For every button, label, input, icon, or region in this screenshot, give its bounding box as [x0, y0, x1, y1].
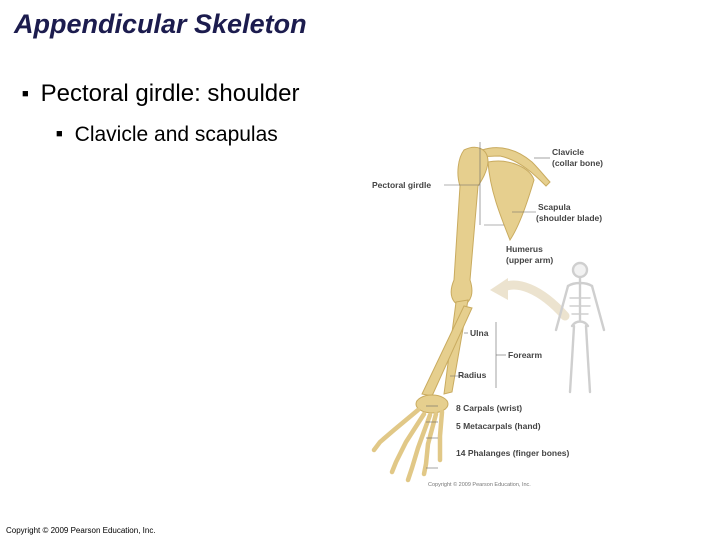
label-ulna: Ulna: [470, 328, 489, 338]
bullet-text: Clavicle and scapulas: [74, 123, 278, 146]
label-shoulder-blade: (shoulder blade): [536, 213, 602, 223]
scapula-bone: [487, 160, 535, 242]
label-humerus: Humerus: [506, 244, 543, 254]
clavicle-bone: [480, 147, 551, 187]
arrow-head: [490, 278, 508, 300]
square-bullet-icon: ■: [22, 88, 29, 100]
label-forearm: Forearm: [508, 350, 542, 360]
label-metacarpals: 5 Metacarpals (hand): [456, 421, 541, 431]
figure-copyright: Copyright © 2009 Pearson Education, Inc.: [428, 481, 531, 488]
hand-bones: [371, 407, 445, 483]
arm-skeleton-illustration: Pectoral girdle Clavicle (collar bone) S…: [371, 142, 606, 488]
square-bullet-icon: ■: [56, 128, 63, 140]
slide-title: Appendicular Skeleton: [14, 9, 307, 39]
label-radius: Radius: [458, 370, 487, 380]
bullet-level-2: ■ Clavicle and scapulas: [56, 123, 278, 147]
humerus-bone: [450, 146, 489, 307]
leader-lines: [426, 142, 550, 469]
bullet-level-1: ■ Pectoral girdle: shoulder: [22, 80, 299, 108]
carpals-bones: [415, 394, 449, 414]
full-skeleton-icon: [554, 261, 606, 394]
label-carpals: 8 Carpals (wrist): [456, 403, 522, 413]
bullet-text: Pectoral girdle: shoulder: [40, 80, 300, 107]
arm-skeleton-figure: Pectoral girdle Clavicle (collar bone) S…: [360, 130, 720, 495]
label-clavicle: Clavicle: [552, 147, 584, 157]
reference-arrow: [497, 280, 570, 321]
label-collar-bone: (collar bone): [552, 158, 603, 168]
label-phalanges: 14 Phalanges (finger bones): [456, 448, 570, 458]
label-upper-arm: (upper arm): [506, 255, 553, 265]
slide-copyright: Copyright © 2009 Pearson Education, Inc.: [6, 526, 156, 535]
label-scapula: Scapula: [538, 202, 571, 212]
label-pectoral-girdle: Pectoral girdle: [372, 180, 431, 190]
